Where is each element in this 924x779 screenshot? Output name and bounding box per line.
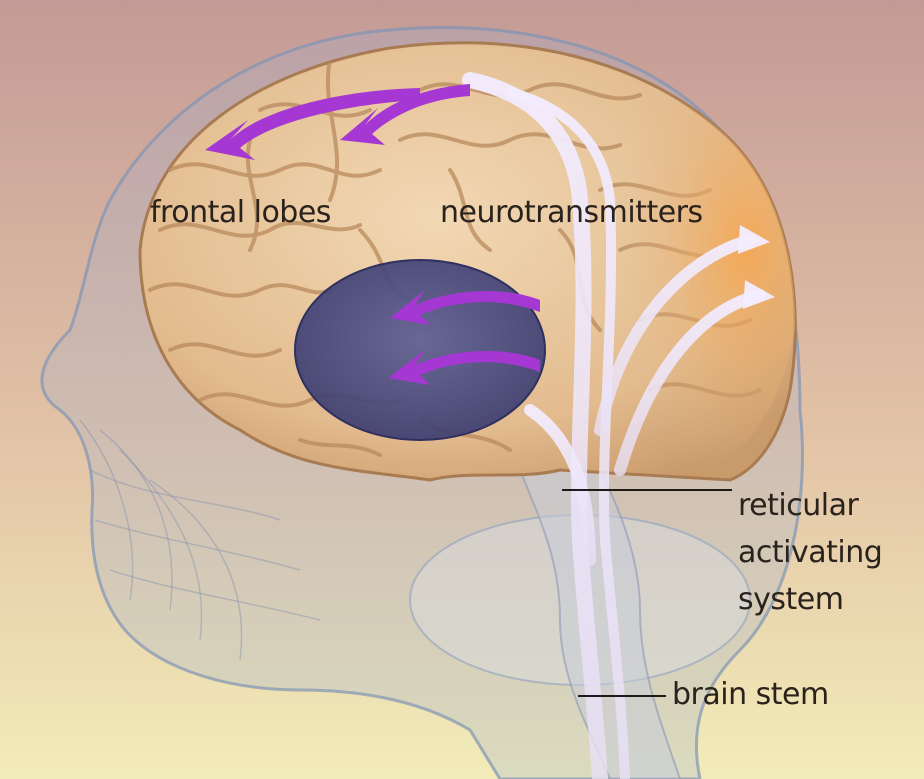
- brain-stem-label: brain stem: [672, 676, 829, 714]
- neurotransmitters-label: neurotransmitters: [440, 194, 703, 232]
- frontal-lobes-label: frontal lobes: [150, 194, 331, 232]
- ras-label-line-2: activating: [738, 529, 882, 576]
- ras-label-line-1: reticular: [738, 482, 882, 529]
- deep-region: [295, 260, 545, 440]
- reticular-activating-system-label: reticular activating system: [738, 482, 882, 623]
- ras-label-line-3: system: [738, 576, 882, 623]
